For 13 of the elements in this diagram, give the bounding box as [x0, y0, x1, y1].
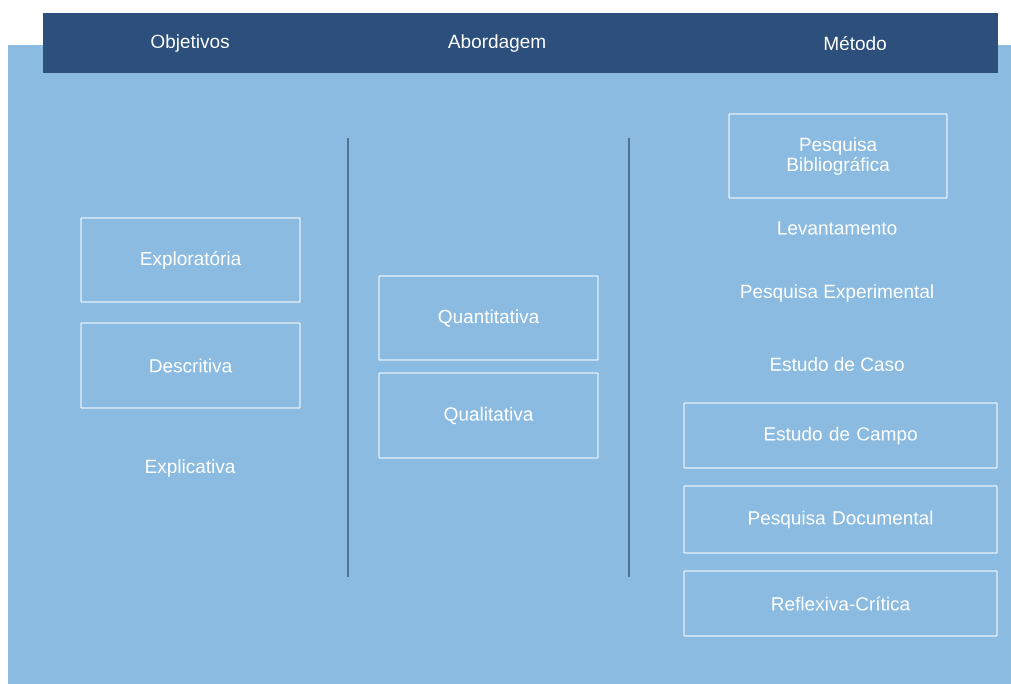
item-label: Estudo de Caso — [770, 357, 904, 371]
item-label: Explicativa — [146, 459, 236, 477]
text-box: Pesquisa Bibliográfica — [728, 113, 948, 199]
text-box: Reflexiva-Crítica — [683, 570, 998, 637]
header-band: Objetivos Abordagem Método — [43, 13, 998, 73]
text-box: Quantitativa — [378, 275, 599, 361]
text-box: Qualitativa — [378, 372, 599, 459]
text-box: Exploratória — [80, 217, 301, 303]
item-label: Pesquisa Experimental — [741, 284, 933, 302]
item-label: Levantamento — [778, 221, 897, 235]
text-box: Descritiva — [80, 322, 301, 409]
text-box: Estudo de Campo — [683, 402, 998, 469]
text-box: Pesquisa Documental — [683, 485, 998, 554]
